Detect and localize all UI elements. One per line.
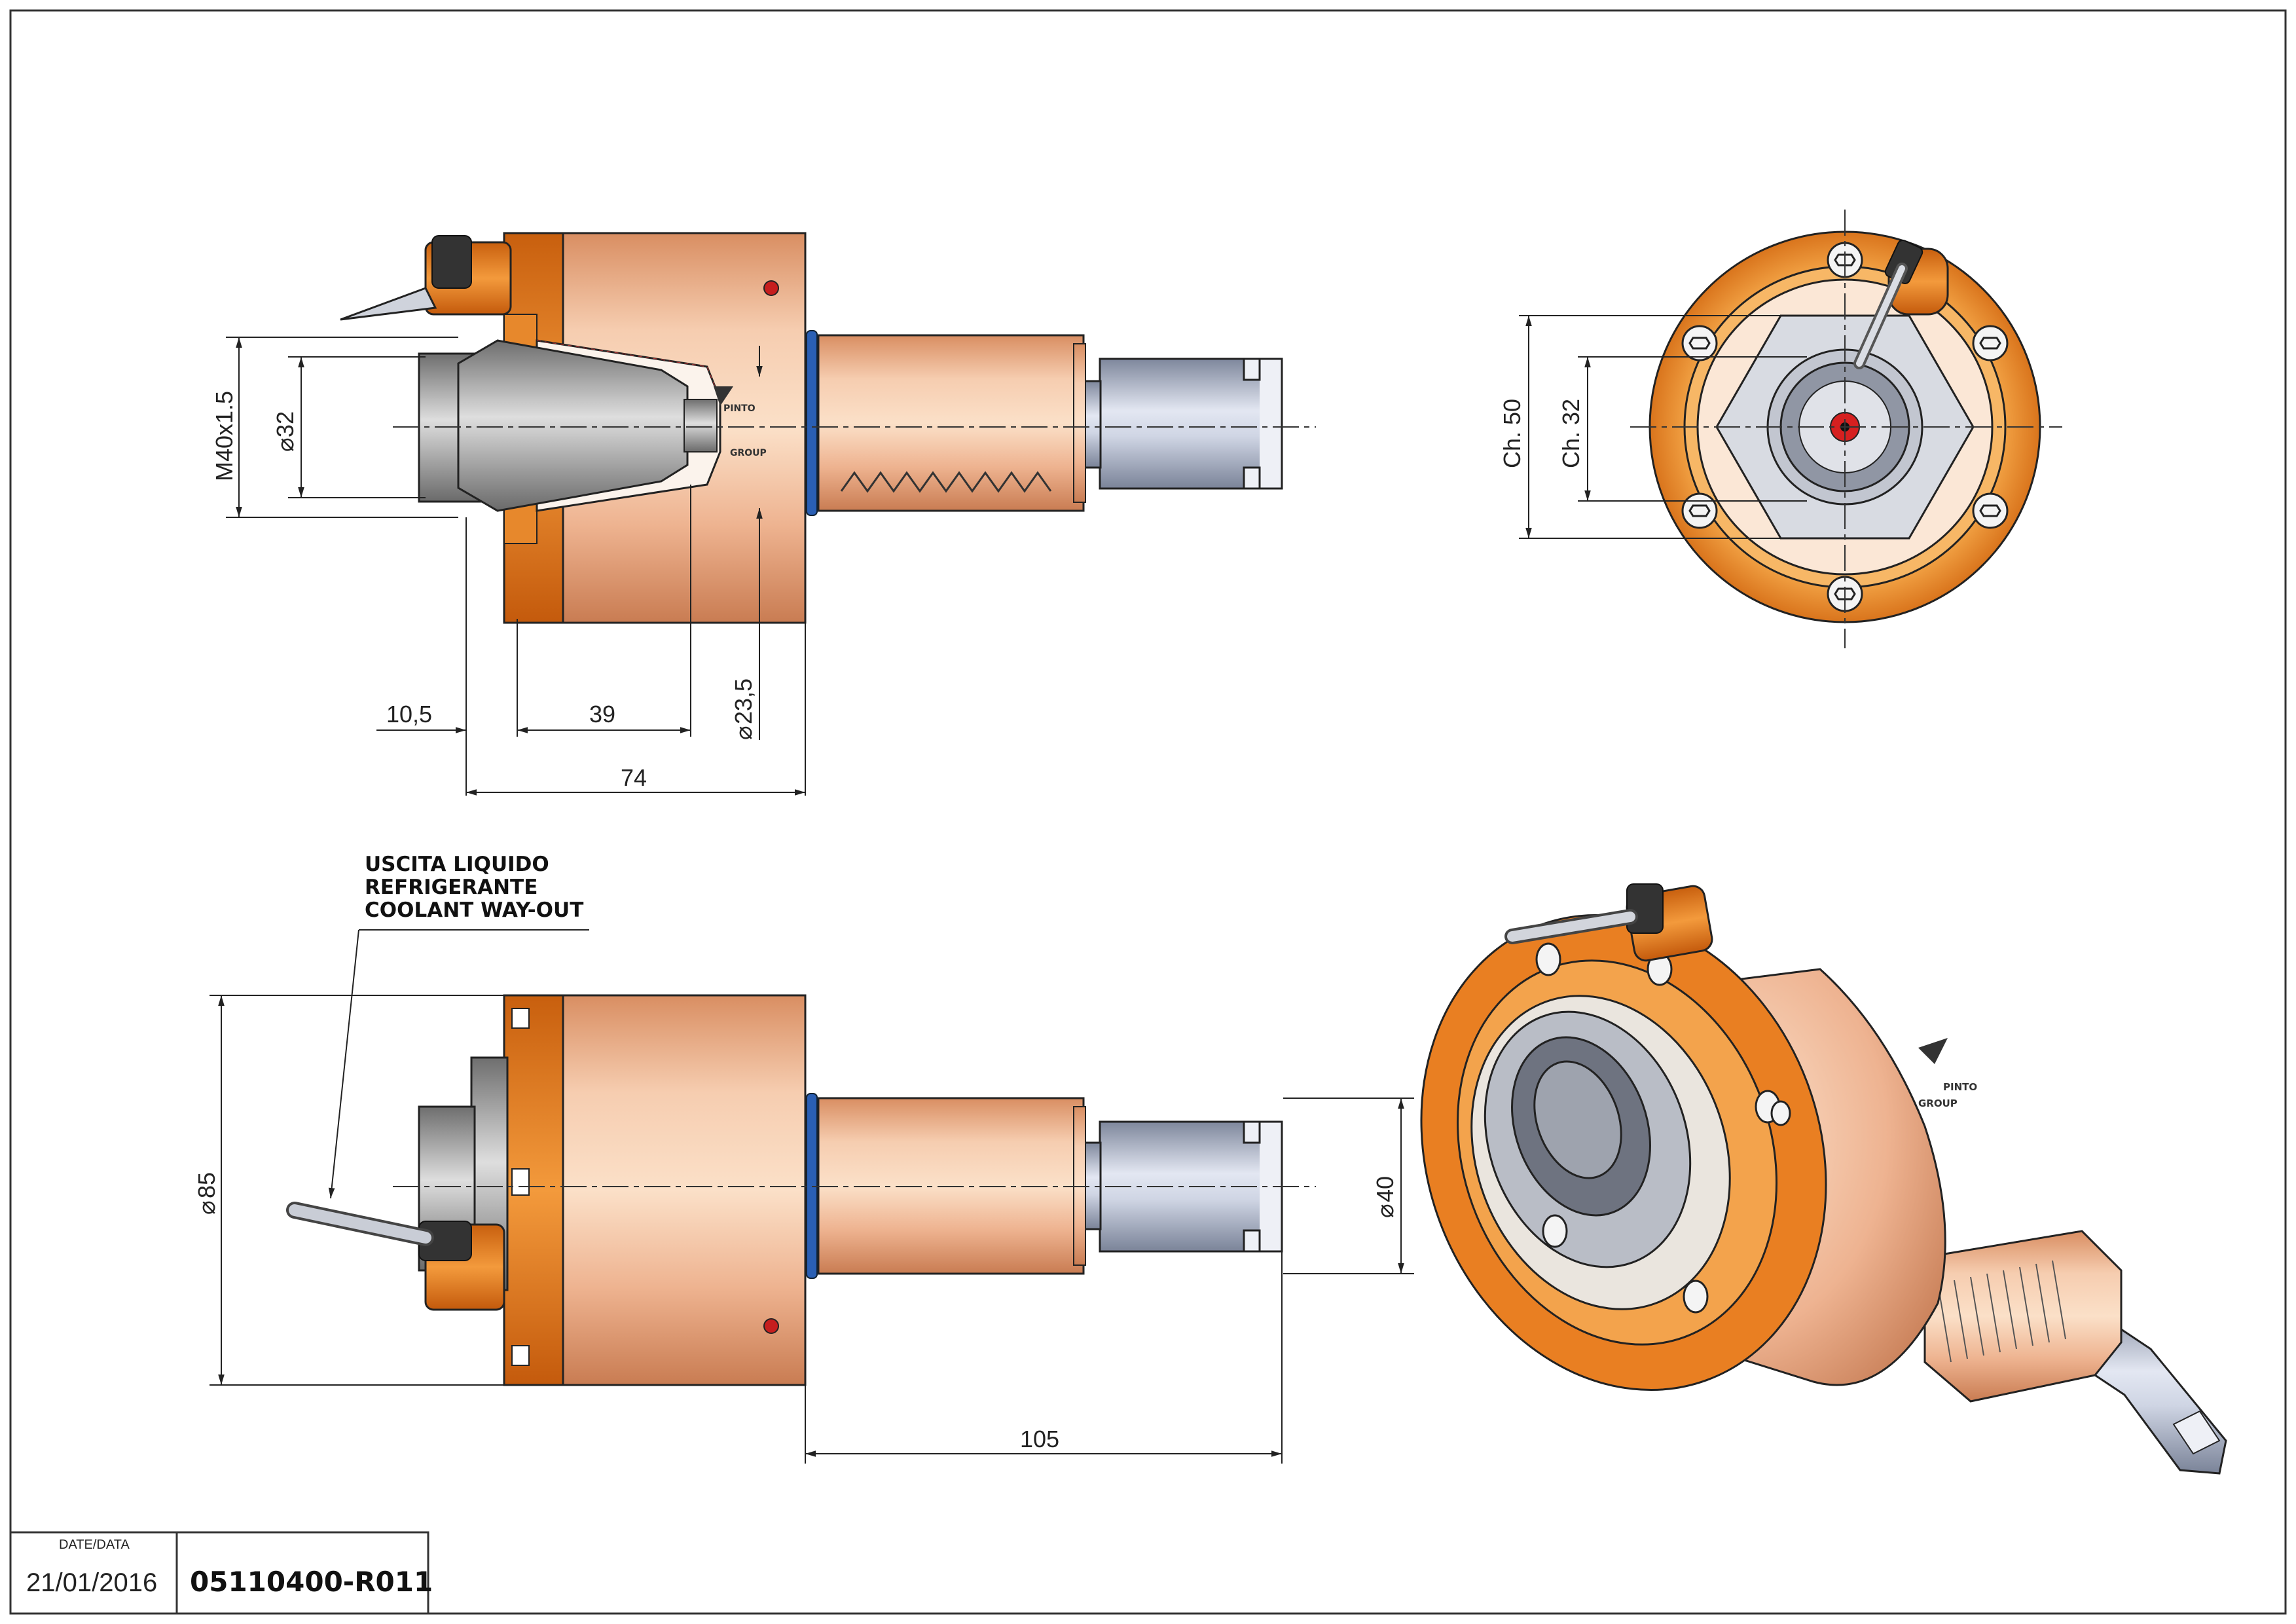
coolant-note-line3: COOLANT WAY-OUT	[365, 898, 583, 922]
front-bolt	[1681, 492, 1718, 529]
dim-spigot-length: 105	[1020, 1426, 1059, 1452]
side-logo-group: GROUP	[730, 448, 767, 458]
dim-hex-outer: Ch. 50	[1499, 399, 1525, 468]
front-view: Ch. 50 Ch. 32	[1499, 210, 2062, 648]
title-drawing-code: 05110400-R011	[190, 1566, 433, 1598]
side-o-ring	[806, 330, 818, 516]
dim-body-symbol: ⌀	[193, 1200, 220, 1215]
front-bolt	[1972, 325, 2009, 361]
dim-body: 85	[193, 1172, 220, 1198]
dim-bore-symbol: ⌀	[272, 437, 299, 452]
title-date-label: DATE/DATA	[59, 1538, 130, 1552]
dim-depth: 39	[589, 701, 615, 728]
title-block: DATE/DATA 21/01/2016 05110400-R011	[9, 1531, 433, 1615]
iso-logo-group: GROUP	[1918, 1098, 1958, 1109]
front-bolt	[1972, 492, 2009, 529]
side-dims	[226, 337, 806, 796]
bottom-view: ⌀ 85 ⌀ 40 105	[193, 929, 1414, 1464]
side-view: PINTO GROUP M40x1.5 ⌀ 32 10,5 39 74 ⌀	[211, 232, 1316, 796]
dim-shank: 23,5	[730, 678, 757, 724]
dim-thread: M40x1.5	[211, 391, 238, 481]
dim-bore: 32	[272, 411, 299, 437]
coolant-note: USCITA LIQUIDO REFRIGERANTE COOLANT WAY-…	[365, 853, 583, 922]
dim-spigot-symbol: ⌀	[1372, 1204, 1398, 1218]
dim-length: 74	[621, 764, 647, 791]
iso-logo-brand: PINTO	[1943, 1081, 1977, 1093]
bottom-body	[558, 994, 807, 1386]
dim-hex-inner: Ch. 32	[1558, 399, 1584, 468]
side-logo-brand: PINTO	[723, 403, 756, 414]
iso-view: PINTO GROUP	[1420, 883, 2227, 1475]
dim-shank-symbol: ⌀	[730, 726, 757, 740]
front-bolt	[1681, 325, 1718, 361]
title-date: 21/01/2016	[26, 1568, 157, 1597]
coolant-note-line1: USCITA LIQUIDO	[365, 853, 549, 876]
coolant-note-line2: REFRIGERANTE	[365, 876, 538, 899]
dim-spigot: 40	[1372, 1176, 1398, 1202]
dim-offset: 10,5	[386, 701, 432, 728]
sheet-border	[9, 9, 2287, 1615]
